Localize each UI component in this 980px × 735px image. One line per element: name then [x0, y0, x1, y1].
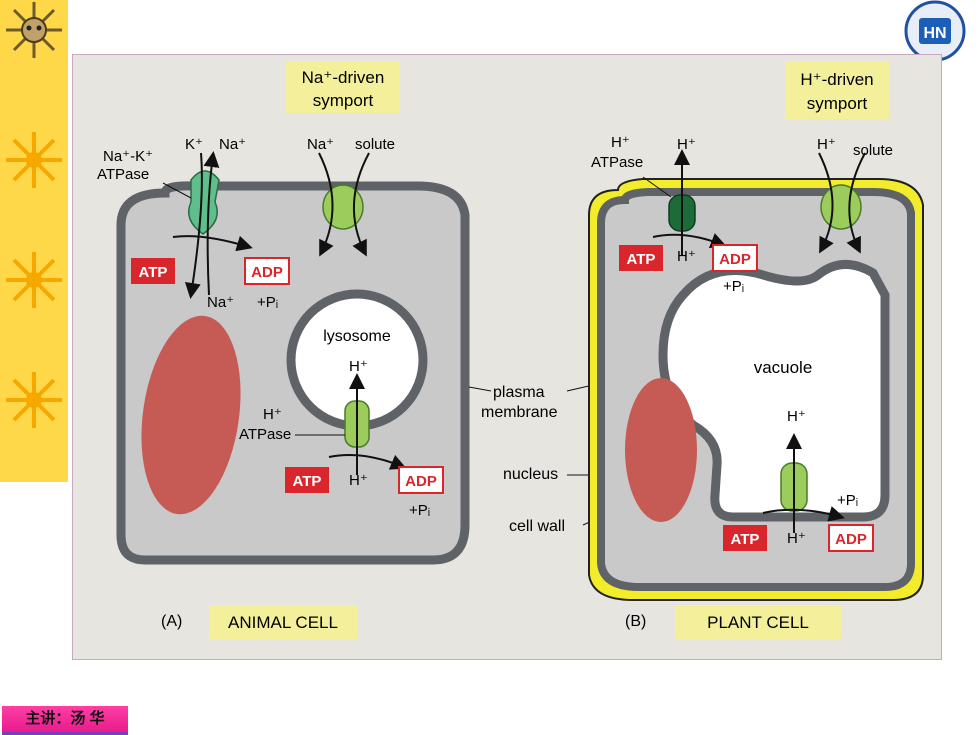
plant-h-out-label: H⁺ [677, 136, 696, 153]
plasma-left-leader [468, 386, 492, 392]
lyso-adp-label: ADP [405, 473, 437, 490]
na-k-atpase-pump [188, 170, 220, 235]
lyso-h-label: H⁺ [349, 358, 368, 375]
h-symport-title-bg [785, 61, 889, 119]
lyso-atp-box [285, 467, 329, 493]
plant-adp-label: ADP [719, 251, 751, 268]
atp-hydrolysis-arrow [172, 235, 253, 252]
adp-box [244, 257, 290, 285]
na-symport-title-line2: symport [313, 91, 374, 110]
adp-label: ADP [251, 264, 283, 281]
animal-caption: ANIMAL CELL [228, 613, 338, 632]
svg-text:HN: HN [923, 25, 946, 42]
vac-adp-box [828, 524, 874, 552]
lecturer-badge: 主讲：汤 华 [2, 706, 128, 735]
plant-adp-box [712, 244, 758, 272]
pi-label: +Pᵢ [257, 294, 278, 311]
symport-arrow-1 [318, 152, 334, 257]
na-symporter [322, 184, 364, 230]
sun-star-icon [6, 252, 62, 308]
plant-atpase-label-line2: ATPase [591, 154, 643, 171]
atp-label: ATP [139, 264, 168, 281]
plasma-membrane-label-line2: membrane [481, 404, 558, 421]
plant-caption-bg [675, 605, 841, 639]
h-symport-title-line2: symport [807, 94, 868, 113]
lyso-atp-label: ATP [293, 473, 322, 490]
vac-atp-arrow [762, 506, 845, 522]
sun-star-icon [6, 372, 62, 428]
plant-atp-label: ATP [627, 251, 656, 268]
animal-caption-bg [209, 605, 357, 639]
lyso-atpase-label-line2: ATPase [239, 426, 291, 443]
plant-atpase-leader [642, 176, 672, 198]
plant-caption: PLANT CELL [707, 613, 809, 632]
lyso-pi-label: +Pᵢ [409, 502, 430, 519]
plant-atpase-label-line1: H⁺ [611, 134, 630, 151]
h-symport-arrow-1 [818, 152, 834, 254]
caption-b-letter: (B) [625, 613, 646, 630]
lyso-adp-box [398, 466, 444, 494]
vac-adp-label: ADP [835, 531, 867, 548]
h-symport-h-label: H⁺ [817, 136, 836, 153]
na-out-label: Na⁺ [219, 136, 246, 153]
skull-emblem-icon [6, 2, 62, 58]
plant-pi-label: +Pᵢ [723, 278, 744, 295]
na-symport-title-line1: Na⁺-driven [302, 68, 385, 87]
lyso-atpase-label-line1: H⁺ [263, 406, 282, 423]
plasma-membrane-label-line1: plasma [493, 384, 545, 401]
plant-nucleus [625, 378, 697, 522]
h-symport-solute-label: solute [853, 142, 893, 159]
sun-star-icon [6, 132, 62, 188]
plant-atp-arrow [652, 233, 727, 249]
k-label: K⁺ [185, 136, 203, 153]
vac-atp-label: ATP [731, 531, 760, 548]
symport-arrow-2 [352, 152, 370, 257]
na-k-atpase-label-line2: ATPase [97, 166, 149, 183]
pump-leader-line [162, 182, 192, 199]
cell-wall-label: cell wall [509, 518, 565, 535]
vac-h-label: H⁺ [787, 408, 806, 425]
plant-h-in-label: H⁺ [677, 248, 696, 265]
vac-pi-label: +Pᵢ [837, 492, 858, 509]
symport-na-label: Na⁺ [307, 136, 334, 153]
symport-solute-label: solute [355, 136, 395, 153]
atp-box [131, 258, 175, 284]
na-in-label: Na⁺ [207, 294, 234, 311]
animal-nucleus [141, 315, 241, 515]
na-symport-title-bg [286, 61, 400, 113]
nucleus-label: nucleus [503, 466, 558, 483]
lysosome-label: lysosome [323, 328, 391, 345]
vac-h-in-label: H⁺ [787, 530, 806, 547]
vacuole-label: vacuole [754, 358, 813, 377]
vac-atp-box [723, 525, 767, 551]
na-out-arrow [184, 152, 203, 299]
h-symporter [820, 184, 862, 230]
plant-atp-box [619, 245, 663, 271]
k-in-arrow [203, 151, 220, 296]
h-symport-title-line1: H⁺-driven [800, 70, 873, 89]
h-symport-arrow-2 [846, 152, 866, 254]
university-logo: HN [904, 0, 966, 62]
lyso-atp-arrow [328, 454, 407, 470]
cell-transport-figure: Na⁺-driven symport Na⁺-K⁺ ATPase K⁺ Na⁺ … [72, 54, 942, 660]
na-k-atpase-label-line1: Na⁺-K⁺ [103, 148, 153, 165]
lyso-h-in-label: H⁺ [349, 472, 368, 489]
caption-a-letter: (A) [161, 613, 182, 630]
